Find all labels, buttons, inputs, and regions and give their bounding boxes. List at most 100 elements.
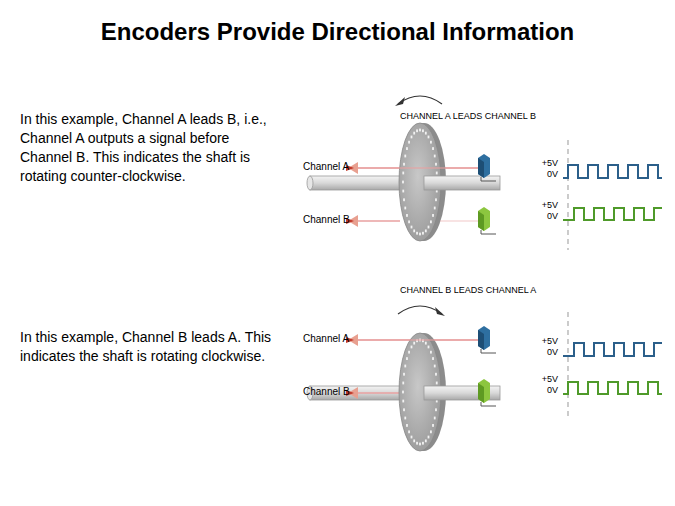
shaft [424, 176, 500, 190]
voltage-label: 0V [522, 348, 558, 358]
disk-slot [404, 365, 406, 368]
disk-slot [435, 198, 437, 201]
disk-slot [408, 220, 410, 223]
disk-slot [419, 233, 421, 236]
voltage-label: +5V [522, 201, 558, 211]
disk-slot [419, 129, 421, 132]
disk-slot [403, 198, 405, 201]
sensor-pin [481, 177, 482, 181]
sensor-pin [481, 349, 482, 353]
disk-slot [425, 439, 427, 442]
disk-slot [422, 129, 424, 132]
sensor-pin [481, 353, 496, 354]
disk-slot [425, 132, 427, 135]
disk-slot [404, 207, 406, 210]
disk-slot [402, 190, 404, 193]
disk-slot [432, 147, 434, 150]
disk-slot [432, 214, 434, 217]
photo-sensor [478, 383, 484, 403]
light-beam [358, 167, 478, 168]
light-beam [358, 167, 478, 168]
light-beam [440, 220, 478, 221]
disk-slot [428, 436, 430, 439]
arrow-head [395, 97, 405, 106]
photo-sensor [478, 154, 490, 178]
disk-slot [404, 155, 406, 158]
diagram-heading: CHANNEL A LEADS CHANNEL B [400, 112, 570, 122]
disk-slot [406, 357, 408, 360]
disk-slot [408, 430, 410, 433]
photo-sensor [478, 158, 484, 178]
disk-slot [408, 351, 410, 354]
voltage-label: +5V [522, 159, 558, 169]
body-text: In this example, Channel A leads B, i.e.… [20, 110, 282, 186]
disk-slot [413, 132, 415, 135]
disk-slot [413, 439, 415, 442]
photo-sensor [478, 379, 490, 403]
disk-slot [428, 226, 430, 229]
body-text: In this example, Channel B leads A. This… [20, 328, 282, 366]
disk-slot [411, 136, 413, 139]
disk-slot [434, 417, 436, 420]
photo-sensor [478, 330, 484, 350]
channel-label: Channel A [303, 333, 355, 344]
photo-sensor [478, 326, 490, 350]
disk-slot [402, 181, 404, 184]
disk-slot [434, 207, 436, 210]
disk-slot [436, 172, 438, 175]
disk-slot [428, 346, 430, 349]
disk-slot [436, 382, 438, 385]
sensor-pin [481, 234, 496, 235]
disk-slot [432, 424, 434, 427]
photo-sensor [478, 207, 490, 231]
disk-slot [434, 155, 436, 158]
disk-slot [411, 226, 413, 229]
sensor-pin [481, 402, 482, 406]
light-beam [358, 220, 400, 221]
disk-slot [411, 346, 413, 349]
disk-slot [430, 351, 432, 354]
rotation-arrow [398, 96, 442, 104]
disk-slot [430, 430, 432, 433]
disk-slot [406, 147, 408, 150]
channel-label: Channel A [303, 161, 355, 172]
light-beam [358, 392, 400, 393]
square-wave [563, 382, 662, 394]
voltage-label: +5V [522, 337, 558, 347]
disk-slot [419, 443, 421, 446]
disk-slot [403, 163, 405, 166]
disk-slot [422, 442, 424, 445]
disk-slot [430, 141, 432, 144]
disk-slot [402, 172, 404, 175]
photo-sensor [478, 211, 484, 231]
disk-slot [402, 400, 404, 403]
disk-slot [416, 129, 418, 132]
square-wave [563, 343, 662, 356]
rotation-arrow [398, 306, 442, 314]
voltage-label: 0V [522, 212, 558, 222]
diagram-heading: CHANNEL B LEADS CHANNEL A [400, 286, 570, 296]
disk-slot [402, 391, 404, 394]
disk-slot [435, 163, 437, 166]
disk-slot [428, 136, 430, 139]
disk-slot [432, 357, 434, 360]
sensor-pin [481, 406, 496, 407]
sensor-pin [481, 181, 496, 182]
disk-slot [406, 214, 408, 217]
voltage-label: 0V [522, 170, 558, 180]
reference-line [567, 140, 568, 250]
square-wave [563, 165, 662, 178]
shaft-end [307, 176, 313, 190]
square-wave [563, 208, 662, 220]
channel-label: Channel B [303, 214, 355, 225]
light-beam [358, 339, 478, 340]
disk-slot [406, 424, 408, 427]
disk-slot [425, 229, 427, 232]
disk-slot [422, 232, 424, 235]
arrow-head [435, 307, 445, 316]
disk-slot [435, 408, 437, 411]
disk-slot [403, 408, 405, 411]
disk-slot [416, 232, 418, 235]
disk-slot [408, 141, 410, 144]
